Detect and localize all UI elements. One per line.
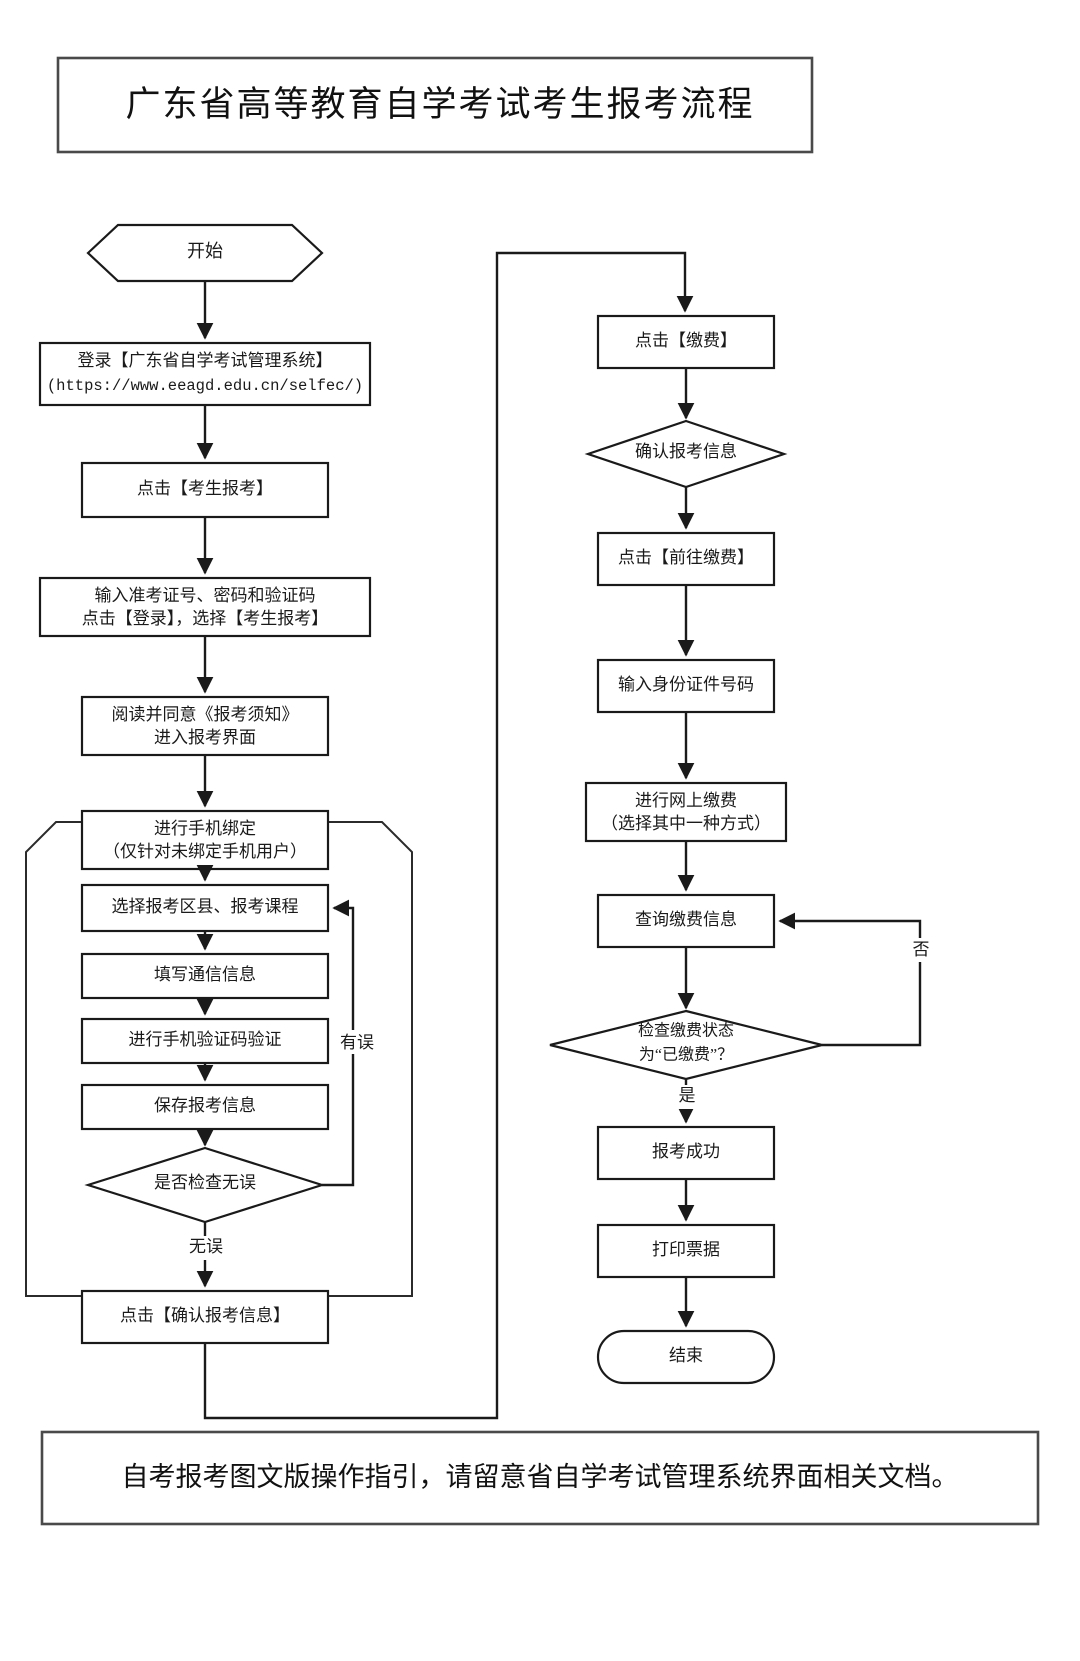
node-confirm-info[interactable]: 点击【确认报考信息】 — [80, 1289, 330, 1345]
node-online-pay-label-1: 进行网上缴费 — [635, 791, 737, 810]
node-verify-sms-label: 进行手机验证码验证 — [129, 1030, 282, 1049]
node-query-pay[interactable]: 查询缴费信息 — [596, 893, 776, 949]
label-bg-error — [336, 1030, 378, 1054]
node-apply-success-label: 报考成功 — [652, 1142, 720, 1161]
footer-note: 自考报考图文版操作指引，请留意省自学考试管理系统界面相关文档。 — [122, 1462, 959, 1492]
node-query-pay-label: 查询缴费信息 — [635, 910, 737, 929]
node-enter-creds-label-2: 点击【登录】，选择【考生报考】 — [82, 609, 329, 628]
node-fill-contact-label: 填写通信信息 — [154, 965, 256, 984]
node-start[interactable]: 开始 — [86, 223, 324, 283]
node-check-paid-label-1: 检查缴费状态 — [638, 1022, 734, 1040]
node-confirm-apply[interactable]: 确认报考信息 — [584, 419, 788, 489]
node-click-apply-label: 点击【考生报考】 — [137, 479, 273, 498]
node-check-paid-label-2: 为“已缴费”？ — [639, 1046, 733, 1064]
node-enter-id-label: 输入身份证件号码 — [618, 675, 754, 694]
node-print-receipt[interactable]: 打印票据 — [596, 1223, 776, 1279]
node-fill-contact[interactable]: 填写通信信息 — [80, 952, 330, 1000]
node-check-ok[interactable]: 是否检查无误 — [84, 1146, 326, 1224]
node-start-label: 开始 — [187, 241, 223, 261]
node-enter-creds-label-1: 输入准考证号、密码和验证码 — [95, 586, 316, 605]
node-goto-pay[interactable]: 点击【前往缴费】 — [596, 531, 776, 587]
node-goto-pay-label: 点击【前往缴费】 — [618, 548, 754, 567]
edge-label-yes: 是 — [679, 1086, 696, 1105]
node-bind-phone[interactable]: 进行手机绑定 （仅针对未绑定手机用户） — [80, 809, 330, 871]
node-login-label-1: 登录【广东省自学考试管理系统】 — [78, 351, 333, 370]
node-apply-success[interactable]: 报考成功 — [596, 1125, 776, 1181]
node-bind-phone-label-1: 进行手机绑定 — [154, 819, 256, 838]
node-save-info[interactable]: 保存报考信息 — [80, 1083, 330, 1131]
node-check-ok-label: 是否检查无误 — [154, 1173, 256, 1192]
node-online-pay-label-2: （选择其中一种方式） — [601, 814, 771, 833]
node-read-notice-label-1: 阅读并同意《报考须知》 — [112, 705, 299, 724]
node-check-paid[interactable]: 检查缴费状态 为“已缴费”？ — [549, 1009, 823, 1081]
node-click-apply[interactable]: 点击【考生报考】 — [80, 461, 330, 519]
page-title: 广东省高等教育自学考试考生报考流程 — [125, 85, 754, 124]
footer-frame: 自考报考图文版操作指引，请留意省自学考试管理系统界面相关文档。 — [40, 1430, 1040, 1526]
node-bind-phone-label-2: （仅针对未绑定手机用户） — [103, 842, 307, 861]
node-confirm-apply-label: 确认报考信息 — [635, 442, 737, 461]
label-bg-no — [900, 938, 940, 962]
node-print-receipt-label: 打印票据 — [652, 1240, 720, 1259]
node-enter-id[interactable]: 输入身份证件号码 — [596, 658, 776, 714]
node-end[interactable]: 结束 — [596, 1329, 776, 1385]
edge-label-error: 有误 — [340, 1033, 374, 1052]
node-verify-sms[interactable]: 进行手机验证码验证 — [80, 1017, 330, 1065]
edge-label-no-error: 无误 — [189, 1237, 223, 1256]
node-read-notice[interactable]: 阅读并同意《报考须知》 进入报考界面 — [80, 695, 330, 757]
edge-confirminfo-clickpay — [203, 251, 694, 1420]
title-frame: 广东省高等教育自学考试考生报考流程 — [56, 56, 814, 154]
label-bg-no-error — [184, 1236, 228, 1260]
node-login-label-2: (https://www.eeagd.edu.cn/selfec/) — [47, 377, 363, 395]
node-select-area-label: 选择报考区县、报考课程 — [112, 897, 299, 916]
node-click-pay-label: 点击【缴费】 — [635, 331, 737, 350]
edge-checkpaid-querypay-no — [778, 912, 922, 1047]
node-online-pay[interactable]: 进行网上缴费 （选择其中一种方式） — [584, 781, 788, 843]
node-click-pay[interactable]: 点击【缴费】 — [596, 314, 776, 370]
label-bg-yes — [666, 1085, 706, 1109]
node-confirm-info-label: 点击【确认报考信息】 — [120, 1306, 290, 1325]
node-save-info-label: 保存报考信息 — [154, 1096, 256, 1115]
edge-label-no: 否 — [913, 940, 930, 959]
node-read-notice-label-2: 进入报考界面 — [154, 728, 256, 747]
node-login[interactable]: 登录【广东省自学考试管理系统】 (https://www.eeagd.edu.c… — [38, 341, 372, 407]
node-end-label: 结束 — [669, 1346, 703, 1365]
node-enter-creds[interactable]: 输入准考证号、密码和验证码 点击【登录】，选择【考生报考】 — [38, 576, 372, 638]
node-select-area[interactable]: 选择报考区县、报考课程 — [80, 883, 330, 933]
